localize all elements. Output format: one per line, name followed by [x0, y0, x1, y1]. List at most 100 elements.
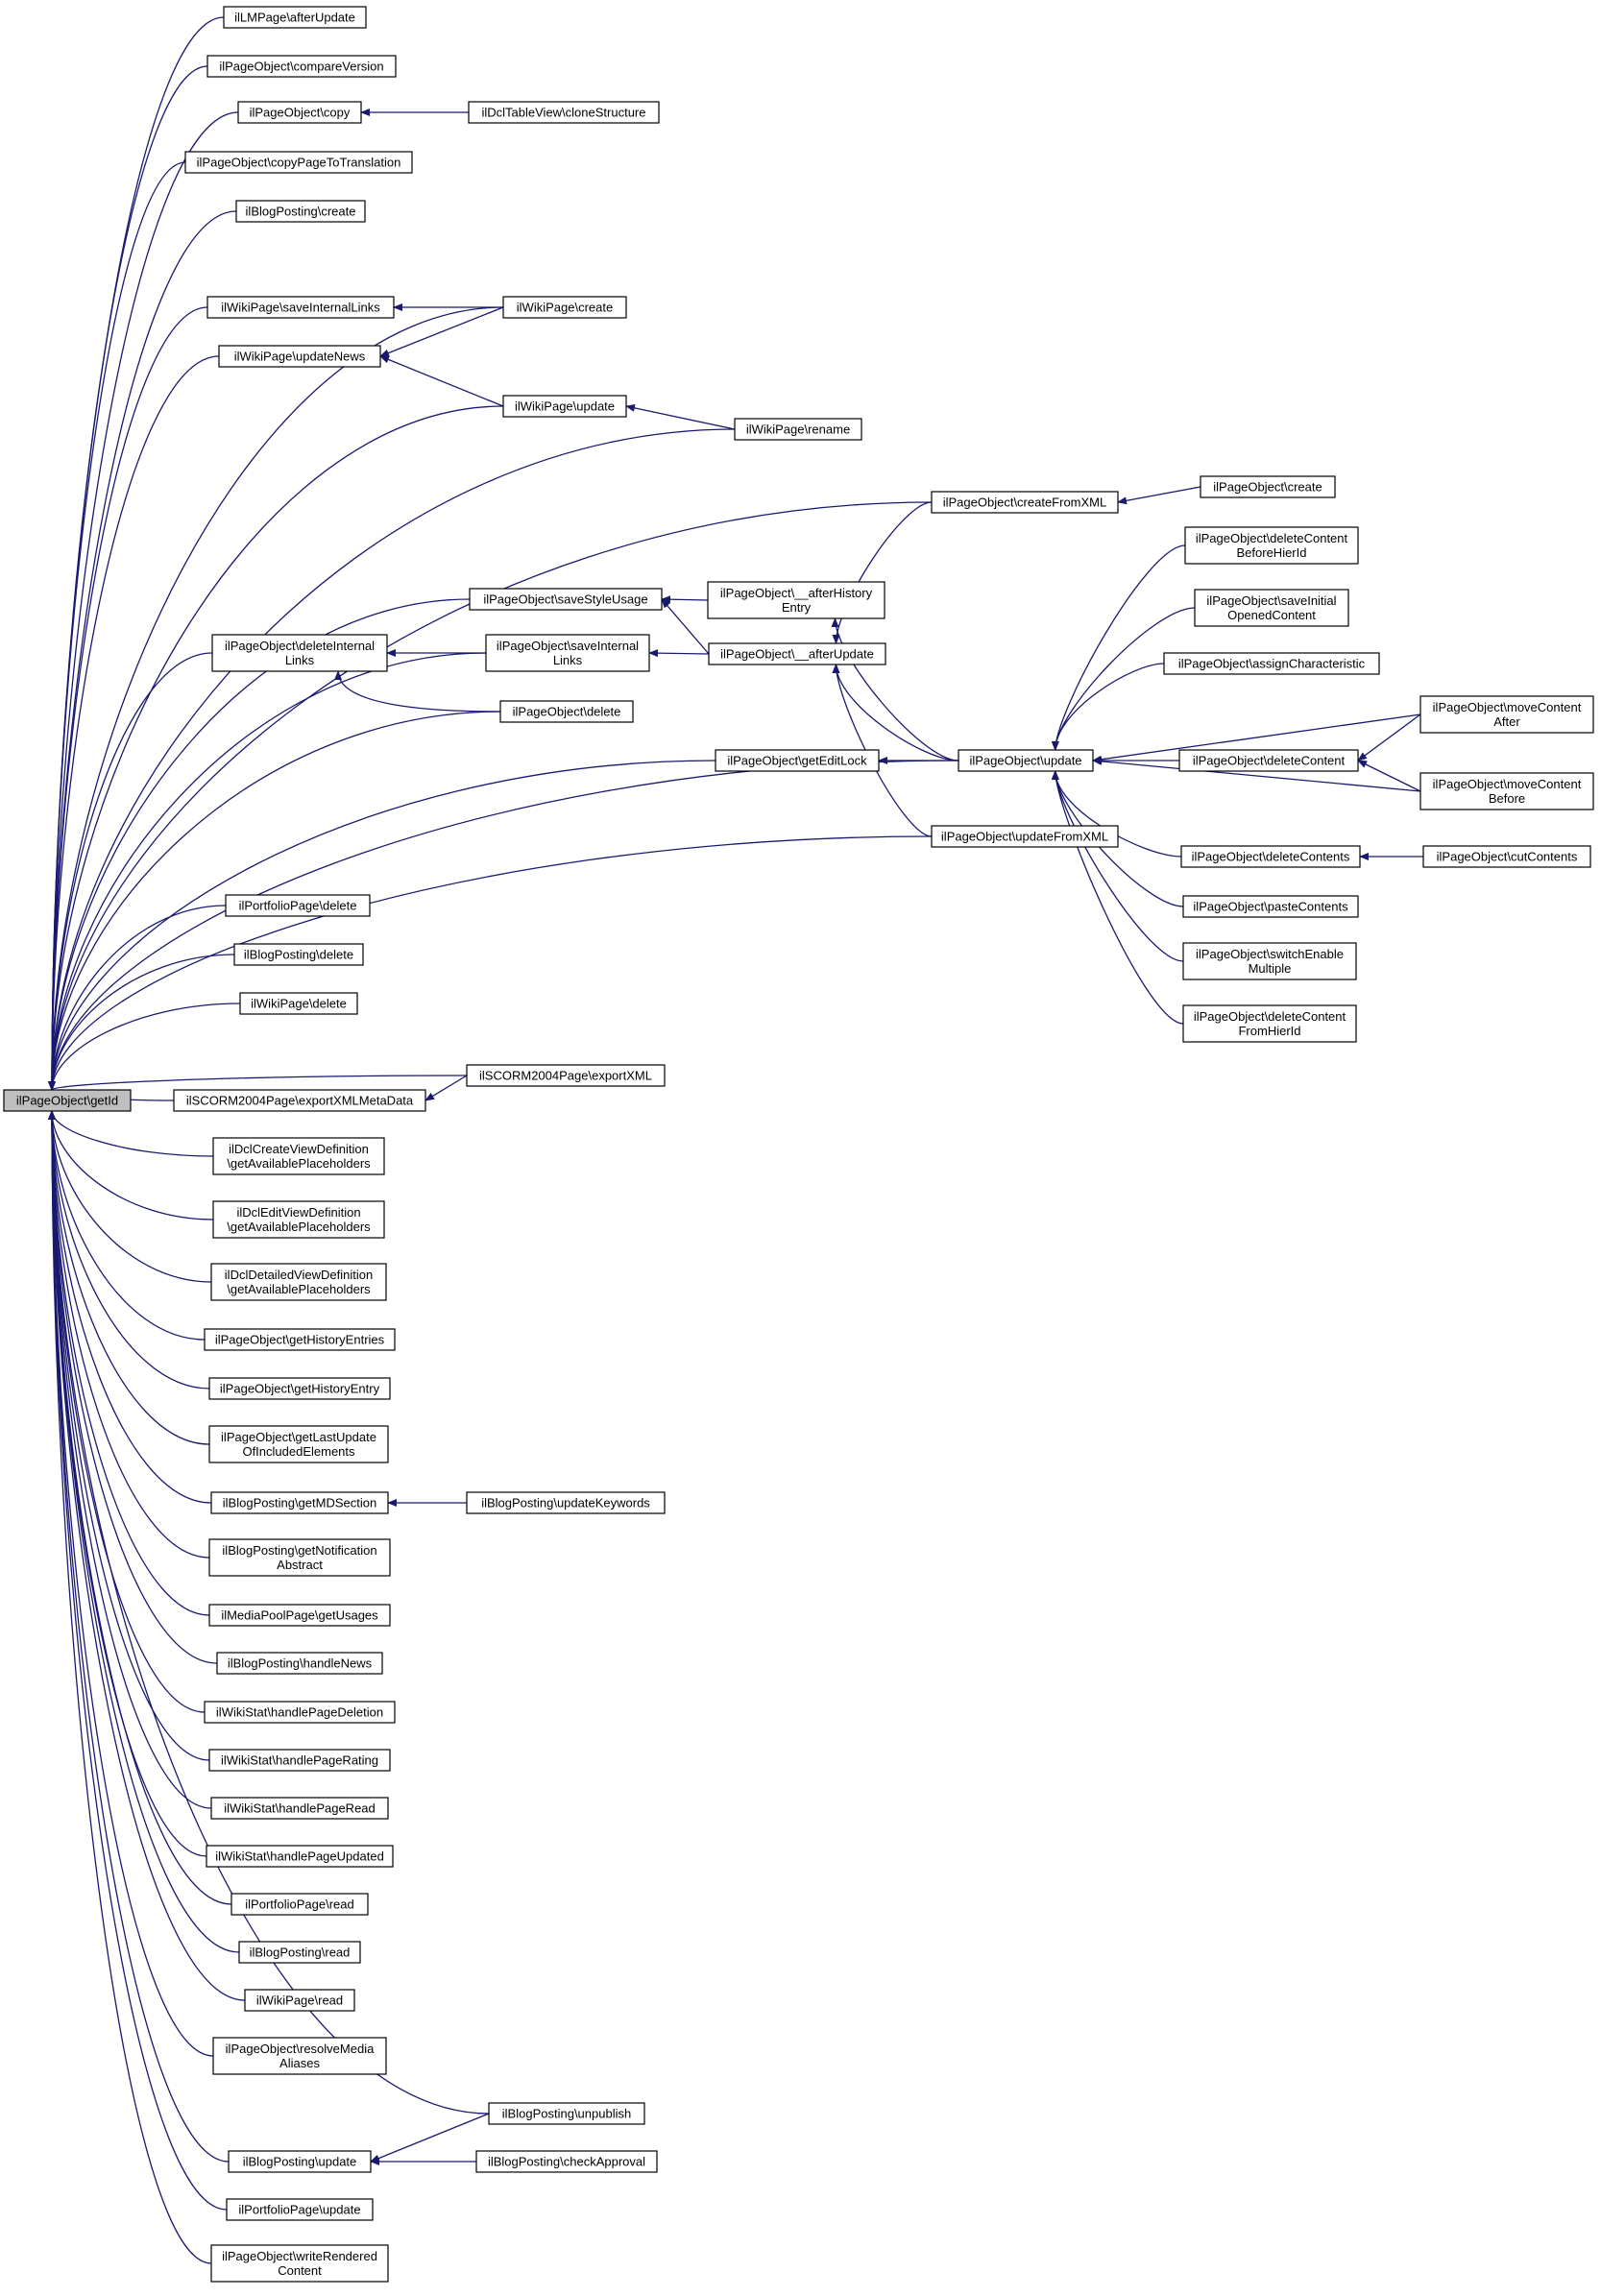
- node-blog-update[interactable]: ilBlogPosting\update: [228, 2150, 372, 2173]
- node-scorm-exportxmlmeta[interactable]: ilSCORM2004Page\exportXMLMetaData: [173, 1089, 426, 1112]
- node-wiki-update[interactable]: ilWikiPage\update: [502, 395, 627, 418]
- node-po-deletecontents[interactable]: ilPageObject\deleteContents: [1180, 845, 1361, 868]
- node-box: [208, 1538, 391, 1577]
- node-po-compareversion[interactable]: ilPageObject\compareVersion: [206, 55, 397, 78]
- node-lm-afterupdate[interactable]: ilLMPage\afterUpdate: [223, 6, 367, 29]
- node-scorm-exportxml[interactable]: ilSCORM2004Page\exportXML: [466, 1064, 666, 1087]
- node-po-saveinternal[interactable]: ilPageObject\saveInternalLinks: [485, 634, 650, 672]
- node-po-assignchar[interactable]: ilPageObject\assignCharacteristic: [1163, 652, 1380, 675]
- node-wiki-rename[interactable]: ilWikiPage\rename: [734, 418, 862, 441]
- node-po-cutcontents[interactable]: ilPageObject\cutContents: [1422, 845, 1591, 868]
- node-box: [3, 1089, 132, 1112]
- node-label: ilLMPage\afterUpdate: [234, 11, 355, 25]
- node-wiki-delete[interactable]: ilWikiPage\delete: [239, 992, 358, 1015]
- node-wikistat-rating[interactable]: ilWikiStat\handlePageRating: [208, 1749, 391, 1772]
- node-blog-updatekeywords[interactable]: ilBlogPosting\updateKeywords: [466, 1491, 666, 1514]
- node-wiki-create[interactable]: ilWikiPage\create: [502, 296, 627, 319]
- node-box: [488, 2102, 645, 2125]
- node-blog-getmdsection[interactable]: ilBlogPosting\getMDSection: [210, 1491, 389, 1514]
- node-wiki-updatenews[interactable]: ilWikiPage\updateNews: [218, 345, 381, 368]
- node-po-updatefromxml[interactable]: ilPageObject\updateFromXML: [931, 825, 1119, 848]
- node-blog-read[interactable]: ilBlogPosting\read: [238, 1941, 361, 1964]
- node-label: ilPageObject\createFromXML: [943, 495, 1107, 510]
- edge-po_update-to-root: [48, 760, 959, 1091]
- node-blog-checkapproval[interactable]: ilBlogPosting\checkApproval: [475, 2150, 658, 2173]
- node-po-geteditlock[interactable]: ilPageObject\getEditLock: [715, 749, 880, 772]
- node-po-delete[interactable]: ilPageObject\delete: [499, 700, 634, 723]
- node-blog-handlenews[interactable]: ilBlogPosting\handleNews: [216, 1652, 383, 1675]
- edge-po_update-to-po_afterupdate: [832, 664, 959, 761]
- node-dcl-detailedview[interactable]: ilDclDetailedViewDefinition\getAvailable…: [210, 1263, 387, 1301]
- node-label: ilDclEditViewDefinition: [236, 1205, 360, 1220]
- node-wiki-saveinternallinks[interactable]: ilWikiPage\saveInternalLinks: [206, 296, 395, 319]
- node-label: Multiple: [1249, 961, 1292, 976]
- node-box: [931, 491, 1119, 514]
- node-po-savestyleusage[interactable]: ilPageObject\saveStyleUsage: [469, 588, 663, 611]
- node-dcl-editview[interactable]: ilDclEditViewDefinition\getAvailablePlac…: [212, 1200, 385, 1239]
- node-label: ilPageObject\saveStyleUsage: [483, 592, 647, 607]
- node-wikistat-deletion[interactable]: ilWikiStat\handlePageDeletion: [204, 1701, 396, 1724]
- node-label: \getAvailablePlaceholders: [227, 1220, 371, 1234]
- edge-blog_getmdsection-to-root: [48, 1110, 212, 1504]
- node-po-deletecontent[interactable]: ilPageObject\deleteContent: [1178, 749, 1359, 772]
- node-dcl-clonestructure[interactable]: ilDclTableView\cloneStructure: [468, 101, 660, 124]
- node-mediapool-getusages[interactable]: ilMediaPoolPage\getUsages: [208, 1604, 391, 1627]
- node-box: [466, 1491, 666, 1514]
- edge-wiki_delete-to-root: [48, 1003, 241, 1091]
- node-box: [204, 1328, 396, 1351]
- node-label: ilPageObject\update: [969, 754, 1081, 768]
- edge-blog_update-to-root: [48, 1110, 230, 2163]
- node-label: ilWikiStat\handlePageRead: [224, 1801, 376, 1816]
- edge-po_delete-to-po_deleteinternal: [334, 670, 501, 713]
- node-blog-create[interactable]: ilBlogPosting\create: [235, 200, 366, 223]
- node-wiki-read[interactable]: ilWikiPage\read: [244, 1989, 355, 2012]
- node-label: ilPageObject\getEditLock: [727, 754, 867, 768]
- node-wikistat-updated[interactable]: ilWikiStat\handlePageUpdated: [206, 1845, 394, 1868]
- node-portfolio-read[interactable]: ilPortfolioPage\read: [230, 1893, 369, 1916]
- node-box: [210, 2244, 389, 2283]
- node-label: ilPageObject\cutContents: [1437, 850, 1578, 864]
- node-po-pastecontents[interactable]: ilPageObject\pasteContents: [1182, 895, 1359, 918]
- node-po-gethistoryentry[interactable]: ilPageObject\getHistoryEntry: [208, 1377, 391, 1400]
- node-box: [708, 642, 886, 665]
- node-po-createfromxml[interactable]: ilPageObject\createFromXML: [931, 491, 1119, 514]
- node-label: ilPageObject\delete: [513, 705, 621, 719]
- node-label: ilPageObject\deleteContent: [1194, 1009, 1346, 1024]
- node-po-update[interactable]: ilPageObject\update: [958, 749, 1094, 772]
- node-box: [1194, 589, 1349, 627]
- node-portfolio-update[interactable]: ilPortfolioPage\update: [226, 2198, 374, 2221]
- node-box: [211, 634, 388, 672]
- node-box: [469, 588, 663, 611]
- node-po-getlastupdate[interactable]: ilPageObject\getLastUpdateOfIncludedElem…: [208, 1425, 389, 1463]
- node-label: ilPageObject\getHistoryEntry: [220, 1382, 380, 1396]
- node-po-afterupdate[interactable]: ilPageObject\__afterUpdate: [708, 642, 886, 665]
- node-root[interactable]: ilPageObject\getId: [3, 1089, 132, 1112]
- node-blog-delete[interactable]: ilBlogPosting\delete: [233, 943, 364, 966]
- node-box: [468, 101, 660, 124]
- edge-blog_handlenews-to-root: [48, 1110, 218, 1664]
- node-label: ilWikiStat\handlePageRating: [221, 1753, 378, 1768]
- node-po-copy[interactable]: ilPageObject\copy: [237, 101, 362, 124]
- node-dcl-createview[interactable]: ilDclCreateViewDefinition\getAvailablePl…: [212, 1137, 385, 1175]
- node-po-create[interactable]: ilPageObject\create: [1200, 475, 1336, 498]
- node-po-gethistoryentries[interactable]: ilPageObject\getHistoryEntries: [204, 1328, 396, 1351]
- node-box: [238, 1941, 361, 1964]
- node-box: [958, 749, 1094, 772]
- node-box: [208, 1377, 391, 1400]
- node-wikistat-read[interactable]: ilWikiStat\handlePageRead: [210, 1797, 389, 1820]
- node-blog-unpublish[interactable]: ilBlogPosting\unpublish: [488, 2102, 645, 2125]
- node-portfolio-delete[interactable]: ilPortfolioPage\delete: [225, 894, 371, 917]
- edge-po_getlastupdate-to-root: [48, 1110, 210, 1445]
- node-po-copytotrans[interactable]: ilPageObject\copyPageToTranslation: [184, 151, 413, 174]
